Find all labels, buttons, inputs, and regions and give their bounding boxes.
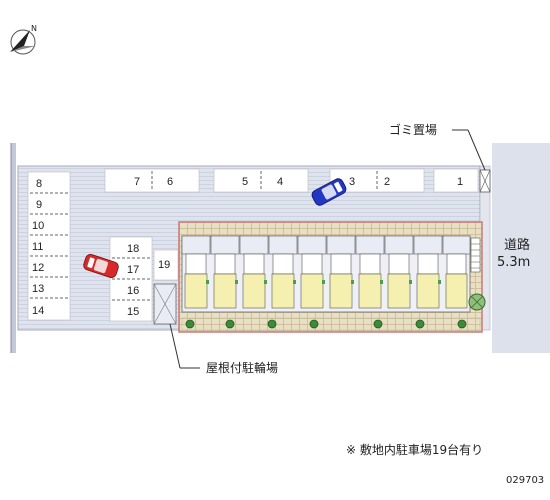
parking-slot-8: 8 xyxy=(36,178,42,190)
apartment-units xyxy=(181,235,471,309)
car-red-icon xyxy=(83,254,119,278)
parking-slot-10: 10 xyxy=(32,220,44,232)
parking-slot-7: 7 xyxy=(134,176,140,188)
parking-slot-13: 13 xyxy=(32,283,44,295)
road xyxy=(492,143,550,353)
parking-column-inner xyxy=(109,236,179,322)
parking-slot-19: 19 xyxy=(158,259,170,271)
parking-slot-11: 11 xyxy=(32,241,43,253)
car-blue-icon xyxy=(311,178,347,206)
parking-slot-6: 6 xyxy=(167,176,173,188)
parking-slot-3: 3 xyxy=(349,176,355,188)
parking-column-left xyxy=(27,171,71,321)
parking-note: ※ 敷地内駐車場19台有り xyxy=(346,442,483,457)
trash-label: ゴミ置場 xyxy=(389,122,437,137)
shrub-icon xyxy=(468,293,486,311)
parking-slot-9: 9 xyxy=(36,199,42,211)
tree-row xyxy=(185,319,467,329)
parking-slot-12: 12 xyxy=(32,262,44,274)
parking-row-top xyxy=(104,168,479,193)
compass-north-letter: N xyxy=(31,24,37,33)
site-left-wall xyxy=(11,143,16,353)
road-label: 道路 xyxy=(504,237,530,253)
bicycle-parking-label: 屋根付駐輪場 xyxy=(206,360,278,375)
building-walkway xyxy=(181,317,481,331)
parking-slot-1: 1 xyxy=(457,176,463,188)
parking-slot-14: 14 xyxy=(32,305,44,317)
parking-slot-15: 15 xyxy=(127,306,139,318)
parking-slot-4: 4 xyxy=(277,176,283,188)
parking-slot-17: 17 xyxy=(127,264,139,276)
parking-slot-2: 2 xyxy=(384,176,390,188)
parking-slot-16: 16 xyxy=(127,285,139,297)
road-width-label: 5.3m xyxy=(497,255,530,270)
stairs-icon xyxy=(470,237,481,273)
parking-slot-5: 5 xyxy=(242,176,248,188)
compass-icon: N xyxy=(10,24,37,55)
parking-slot-18: 18 xyxy=(127,243,139,255)
property-code: 029703 xyxy=(506,475,544,486)
